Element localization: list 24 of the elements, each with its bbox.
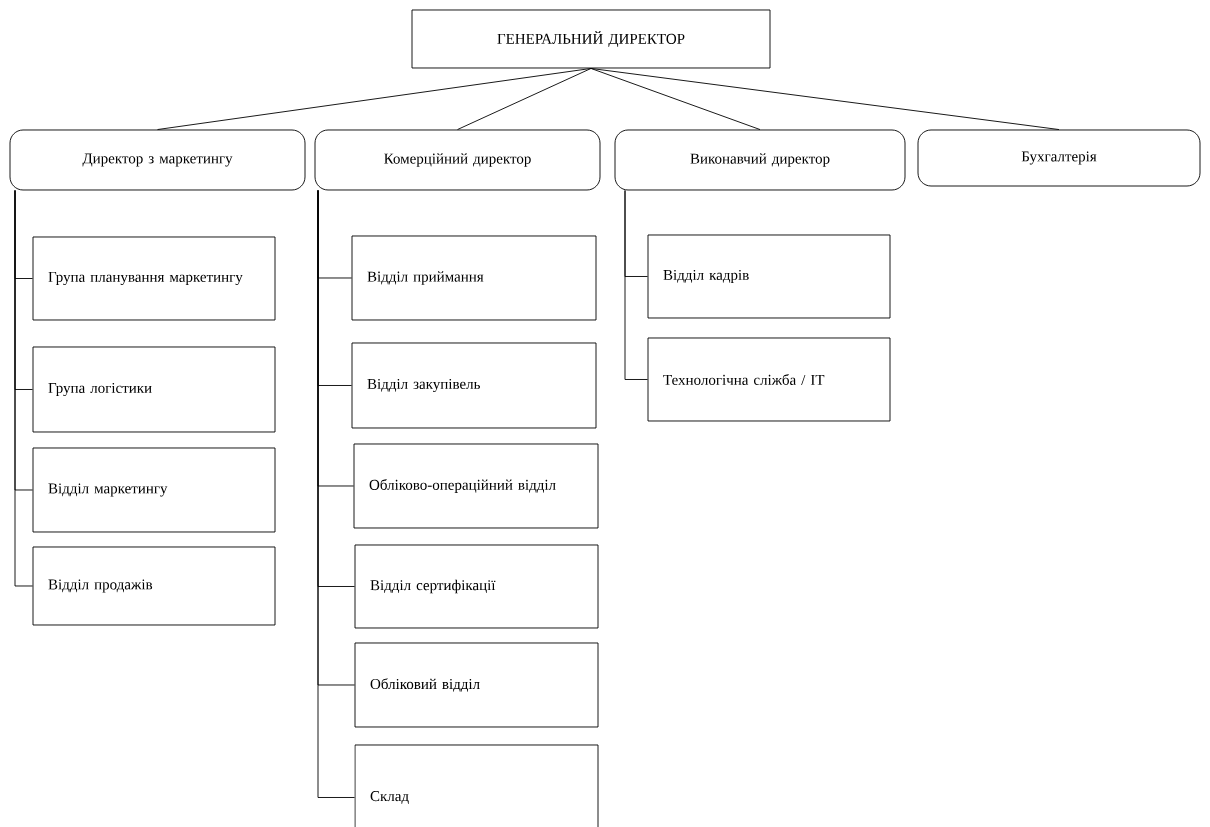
department-box: Технологічна сліжба / IT [647,337,891,422]
connector-line [590,68,1060,130]
scroll-box: Виконавчий директор [614,129,906,191]
department-box: Обліковий відділ [354,642,599,728]
department-box: Відділ кадрів [647,234,891,319]
director-box: ГЕНЕРАЛЬНИЙ ДИРЕКТОР [411,9,771,69]
department-box: Склад [354,744,599,827]
department-box: Відділ закупівель [351,342,597,429]
department-box: Обліково-операційний відділ [353,443,599,529]
department-box: Відділ маркетингу [32,447,276,533]
department-box: Група логістики [32,346,276,433]
connector-line [14,190,33,587]
connector-line [157,68,592,130]
department-box: Відділ продажів [32,546,276,626]
connector-line [590,68,761,130]
connector-line [317,190,355,798]
scroll-box: Комерційний директор [314,129,601,191]
scroll-box: Директор з маркетингу [9,129,306,191]
connector-line [624,190,648,380]
connector-line [457,68,592,130]
department-box: Відділ приймання [351,235,597,321]
department-box: Група планування маркетингу [32,236,276,321]
scroll-box: Бухгалтерія [917,129,1201,187]
department-box: Відділ сертифікації [354,544,599,629]
